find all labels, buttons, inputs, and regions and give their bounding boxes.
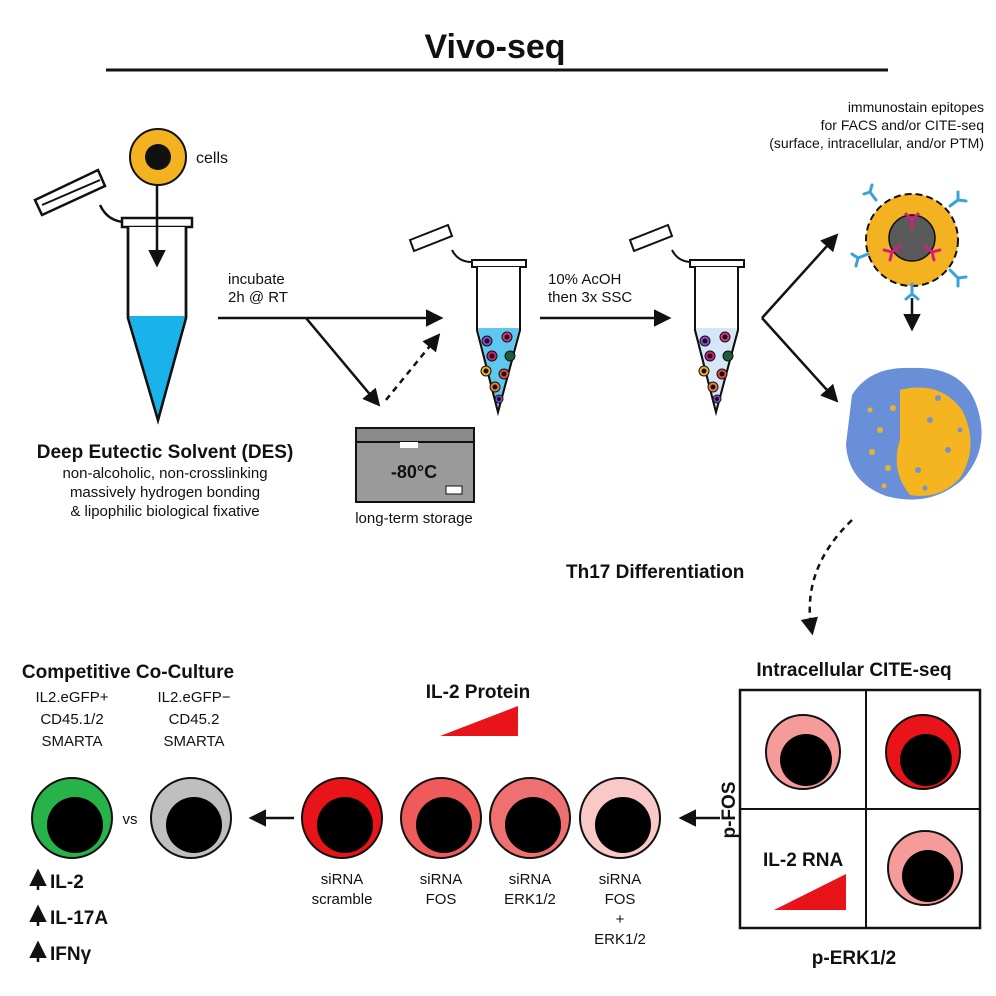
- des-title: Deep Eutectic Solvent (DES): [37, 442, 294, 463]
- incubate-time-label: 2h @ RT: [228, 289, 288, 306]
- coculture-right-line: IL2.eGFP−: [158, 689, 231, 706]
- sirna-label: siRNA: [321, 871, 364, 888]
- sirna-cell: siRNA FOS + ERK1/2: [579, 777, 661, 948]
- input-cell: [129, 128, 187, 186]
- sirna-label: ERK1/2: [504, 891, 556, 908]
- egfp-positive-cell: [31, 777, 113, 859]
- il2-rna-wedge: [774, 874, 846, 910]
- washed-cells-tube: [628, 223, 745, 416]
- umap-plot: [846, 367, 982, 500]
- sirna-label: scramble: [312, 891, 373, 908]
- sirna-cell: siRNA scramble: [301, 777, 383, 908]
- sirna-label: ERK1/2: [594, 931, 646, 948]
- upregulated-item: IL-17A: [50, 908, 108, 929]
- immunostain-line: immunostain epitopes: [848, 99, 984, 115]
- des-line: & lipophilic biological fixative: [70, 503, 259, 520]
- cite-seq-title: Intracellular CITE-seq: [756, 660, 951, 681]
- sirna-label: siRNA: [599, 871, 642, 888]
- immunostain-line: (surface, intracellular, and/or PTM): [769, 135, 984, 151]
- des-tube: [33, 168, 194, 425]
- to-umap-arrow: [761, 317, 839, 403]
- coculture-left-line: SMARTA: [41, 733, 102, 750]
- upregulated-list: IL-2 IL-17A IFNγ: [29, 868, 108, 965]
- storage-caption: long-term storage: [355, 510, 473, 527]
- th17-label: Th17 Differentiation: [566, 562, 744, 583]
- coculture-right-line: SMARTA: [163, 733, 224, 750]
- acoh-label: 10% AcOH: [548, 271, 621, 288]
- sirna-label: siRNA: [509, 871, 552, 888]
- upregulated-item: IL-2: [50, 872, 84, 893]
- cells-label: cells: [196, 150, 228, 167]
- incubate-label: incubate: [228, 271, 285, 288]
- fixed-cells-tube: [408, 223, 527, 416]
- sirna-cell: siRNA ERK1/2: [489, 777, 571, 908]
- coculture-right-line: CD45.2: [169, 711, 220, 728]
- sirna-label: +: [616, 911, 625, 928]
- th17-arrow: [800, 519, 853, 636]
- coculture-title: Competitive Co-Culture: [22, 662, 234, 683]
- upregulated-item: IFNγ: [50, 944, 92, 965]
- il2-protein-wedge: [440, 706, 518, 736]
- egfp-negative-cell: [150, 777, 232, 859]
- ssc-label: then 3x SSC: [548, 289, 632, 306]
- cite-cell-low-erk-high-fos: [765, 714, 841, 790]
- coculture-left-line: CD45.1/2: [40, 711, 103, 728]
- y-axis-label: p-FOS: [719, 782, 740, 839]
- il2-protein-label: IL-2 Protein: [426, 682, 531, 703]
- des-line: non-alcoholic, non-crosslinking: [62, 465, 267, 482]
- sirna-label: FOS: [605, 891, 636, 908]
- freezer-temp: -80°C: [391, 462, 437, 482]
- cite-cell-high-erk-high-fos: [885, 714, 961, 790]
- to-storage-arrow: [305, 317, 381, 407]
- vs-label: vs: [123, 811, 138, 828]
- from-storage-arrow: [385, 333, 441, 401]
- sirna-cells: siRNA scramble siRNA FOS siRNA ERK1/2 siRNA FOS…: [301, 777, 661, 948]
- sirna-label: siRNA: [420, 871, 463, 888]
- sirna-cell: siRNA FOS: [400, 777, 482, 908]
- cite-cell-high-erk-low-fos: [887, 830, 963, 906]
- x-axis-label: p-ERK1/2: [812, 948, 896, 969]
- diagram-title: Vivo-seq: [424, 28, 565, 66]
- coculture-left-line: IL2.eGFP+: [36, 689, 109, 706]
- to-immunostain-arrow: [761, 233, 839, 319]
- freezer-icon: [355, 427, 475, 503]
- sirna-label: FOS: [426, 891, 457, 908]
- immunostain-line: for FACS and/or CITE-seq: [821, 117, 984, 133]
- il2-rna-label: IL-2 RNA: [763, 850, 844, 871]
- des-line: massively hydrogen bonding: [70, 484, 260, 501]
- stained-cell: [850, 183, 968, 301]
